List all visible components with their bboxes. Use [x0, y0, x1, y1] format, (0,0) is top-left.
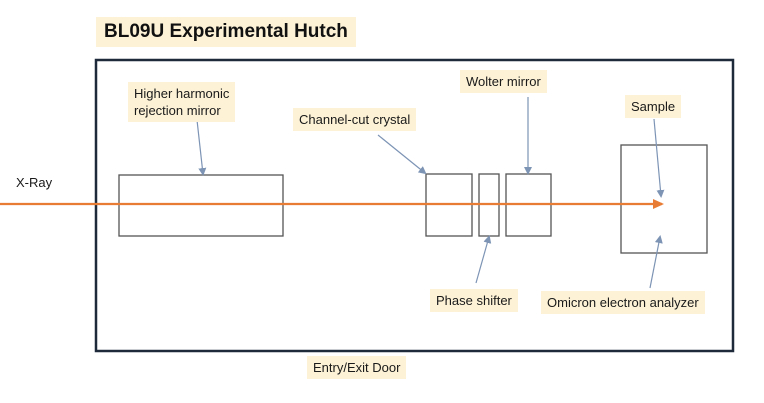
pointer-phase-shifter [475, 235, 492, 284]
label-omicron-analyzer: Omicron electron analyzer [541, 291, 705, 314]
label-harmonic-line2: rejection mirror [134, 103, 221, 118]
label-sample: Sample [625, 95, 682, 118]
label-phase-shifter: Phase shifter [430, 289, 518, 312]
xray-label: X-Ray [16, 175, 53, 190]
sample-chamber-box [620, 144, 708, 254]
label-wolter-mirror: Wolter mirror [460, 70, 547, 93]
harmonic-rejection-mirror-box [118, 174, 284, 237]
hutch-outline [94, 58, 735, 353]
label-entry-exit-door: Entry/Exit Door [307, 356, 407, 379]
pointer-analyzer [649, 235, 663, 289]
label-harmonic-rejection-mirror: Higher harmonic rejection mirror [128, 82, 236, 122]
pointer-sample [653, 118, 665, 198]
pointer-harmonic-mirror [196, 119, 207, 176]
label-harmonic-line1: Higher harmonic [134, 86, 230, 101]
diagram-title: BL09U Experimental Hutch [96, 17, 356, 47]
label-channel-cut-crystal: Channel-cut crystal [293, 108, 417, 131]
pointer-channel-cut [377, 134, 427, 175]
